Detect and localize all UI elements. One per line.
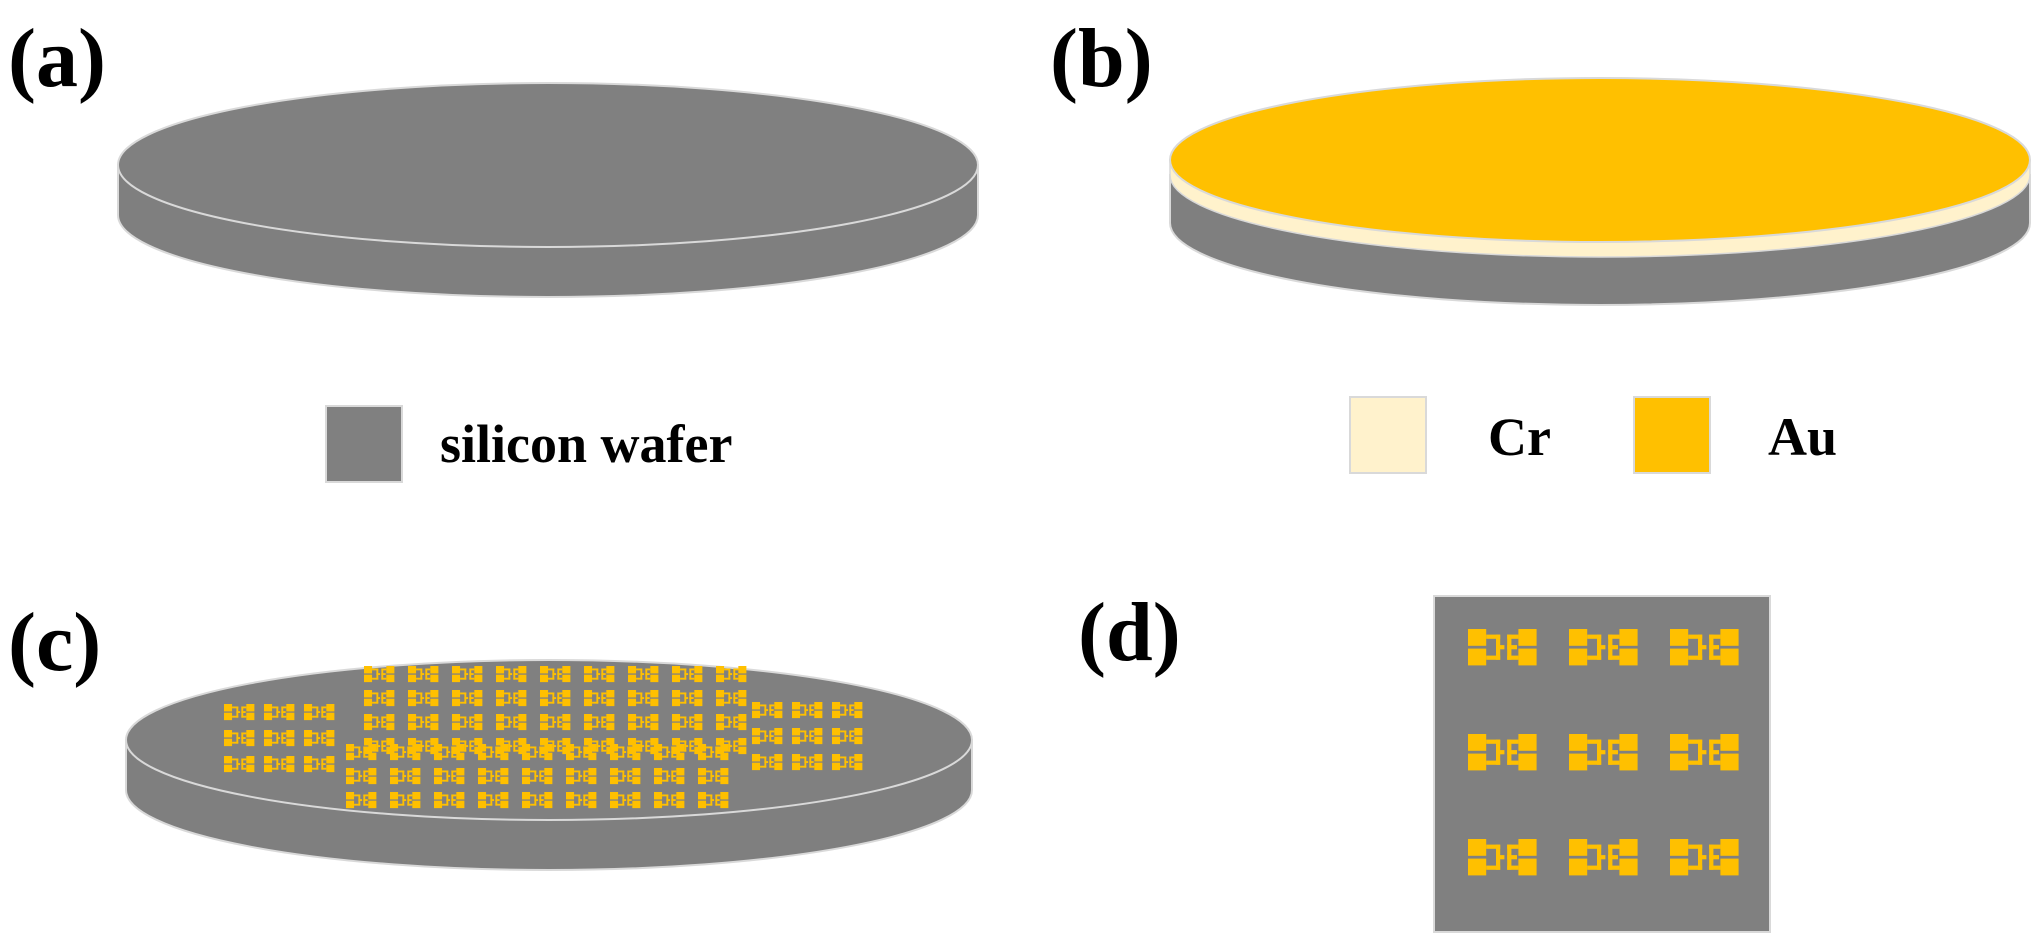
legend-cr-label: Cr [1488,407,1551,467]
legend-au-label: Au [1768,407,1837,467]
legend-silicon-label: silicon wafer [440,414,732,474]
legend-cr: Cr [1349,396,1551,474]
legend-silicon-swatch [325,405,403,483]
wafer-a-top [117,82,979,248]
panel-d-label: (d) [1078,586,1181,679]
panel-a-label: (a) [8,12,106,105]
silicon-wafer-a [117,82,979,298]
legend-au: Au [1633,396,1837,474]
coated-wafer-b [1169,77,2031,306]
au-layer [1169,77,2031,243]
chip-closeup-d [1433,595,1771,933]
patterned-wafer-c [125,659,973,871]
wafer-c-top [125,659,973,821]
panel-c-label: (c) [8,596,101,689]
legend-cr-swatch [1349,396,1427,474]
legend-au-swatch [1633,396,1711,474]
panel-b-label: (b) [1050,12,1153,105]
legend-silicon: silicon wafer [325,405,732,483]
